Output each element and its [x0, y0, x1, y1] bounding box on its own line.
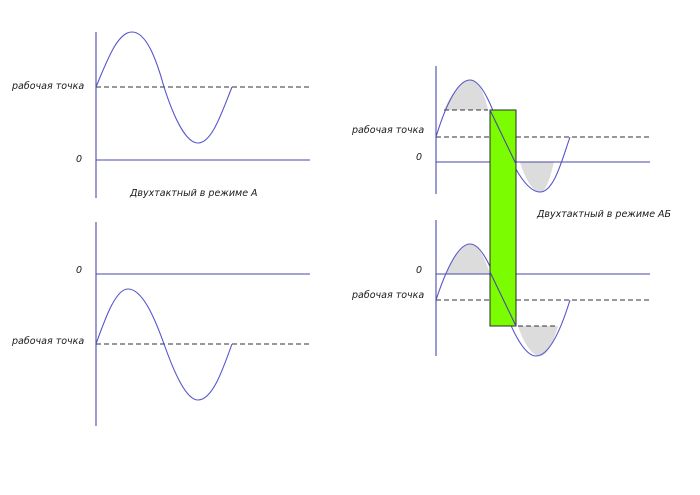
conduction-overlap-bar	[489, 109, 517, 327]
shaded-region-positive	[444, 80, 488, 110]
overlap-rect	[489, 109, 517, 327]
signal-wave	[95, 288, 233, 401]
zero-label: 0	[416, 152, 422, 163]
signal-wave	[95, 31, 233, 144]
panel-ab-lower: 0 рабочая точка	[351, 220, 650, 357]
shaded-region-positive	[446, 244, 490, 274]
panel-a-upper: рабочая точка 0 Двухтактный в режиме А	[11, 31, 310, 199]
transition-line-upper	[489, 109, 517, 165]
panel-a-lower: 0 рабочая точка	[11, 222, 310, 426]
panel-ab-upper: рабочая точка 0	[351, 66, 650, 194]
class-a-caption: Двухтактный в режиме А	[129, 188, 258, 199]
shaded-region-negative	[518, 326, 558, 356]
transition-line-lower	[489, 271, 517, 327]
zero-label: 0	[416, 265, 422, 276]
shaded-region-negative	[520, 162, 554, 192]
class-ab-caption: Двухтактный в режиме АБ	[536, 209, 672, 220]
zero-label: 0	[76, 154, 82, 165]
work-point-label: рабочая точка	[11, 81, 84, 92]
zero-label: 0	[76, 265, 82, 276]
work-point-label: рабочая точка	[351, 125, 424, 136]
work-point-label: рабочая точка	[11, 336, 84, 347]
work-point-label: рабочая точка	[351, 290, 424, 301]
